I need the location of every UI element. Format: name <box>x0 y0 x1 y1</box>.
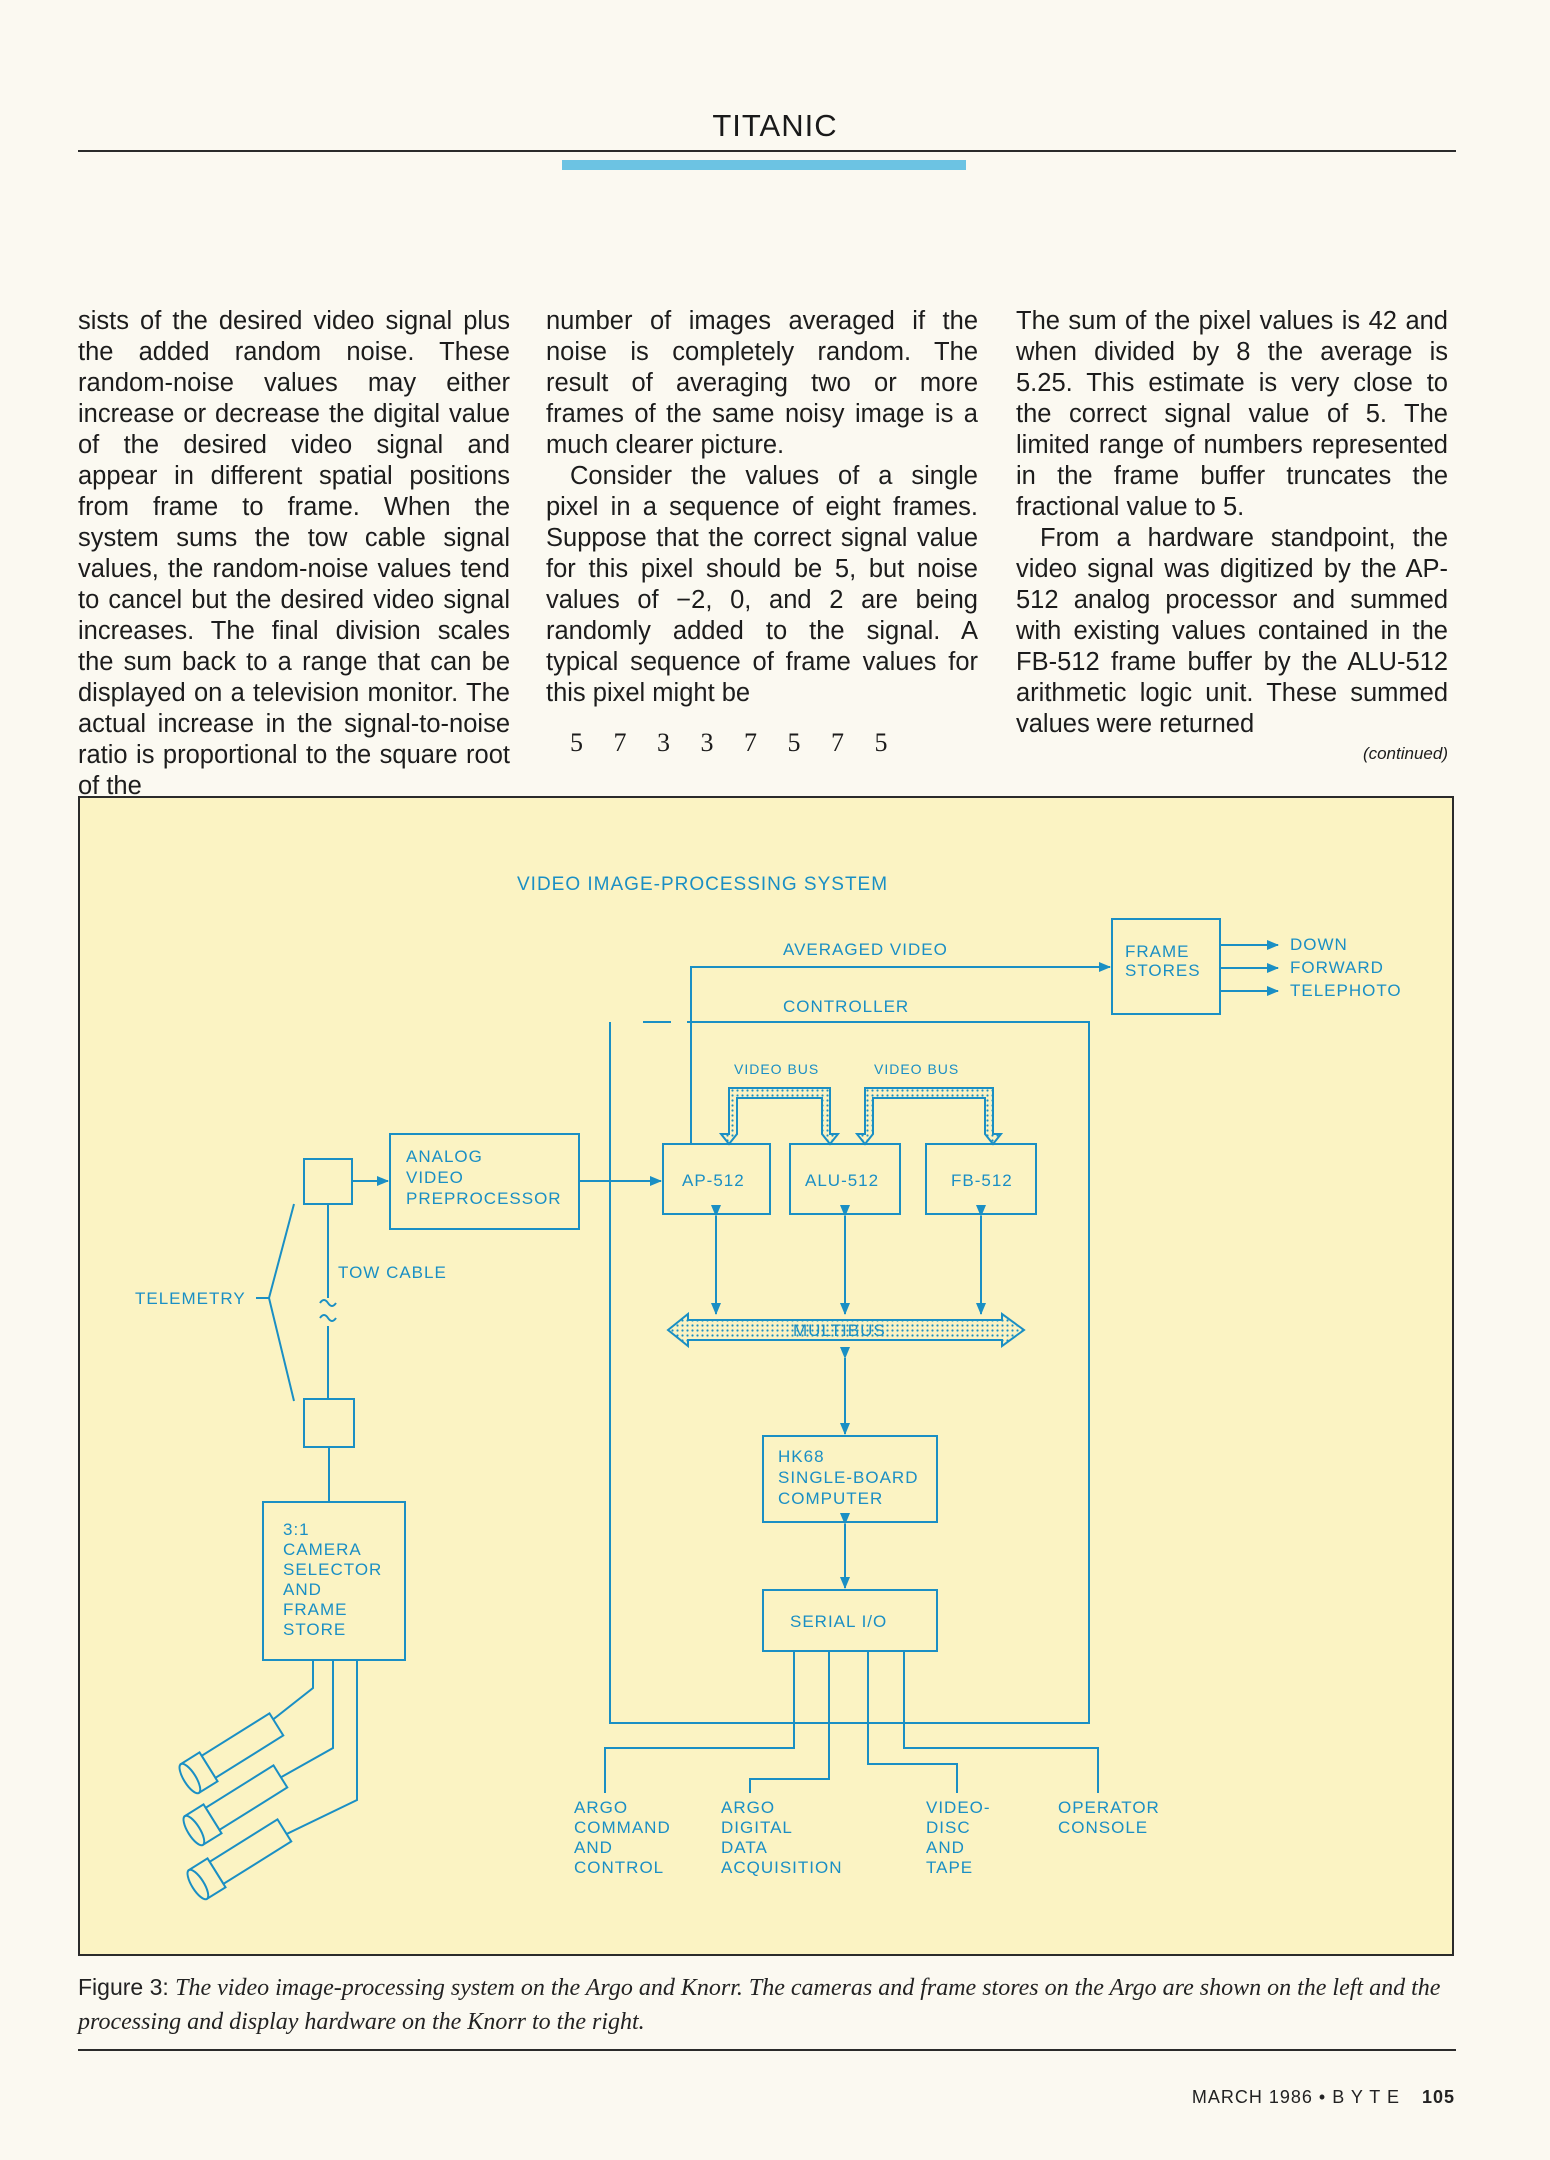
tow-cable-label: TOW CABLE <box>338 1263 447 1282</box>
video-bus-label: VIDEO BUS <box>734 1061 819 1077</box>
running-head: TITANIC <box>712 108 838 143</box>
operator-console-label: OPERATOR <box>1058 1798 1160 1817</box>
text-column-2: number of images averaged if the noise i… <box>546 306 978 758</box>
frame-stores-label: STORES <box>1125 961 1201 980</box>
caption-label: Figure 3: <box>78 1974 169 2000</box>
folio: MARCH 1986 • B Y T E 105 <box>1192 2087 1455 2108</box>
argo-digital-label: DIGITAL <box>721 1818 793 1837</box>
telemetry-node-top <box>303 1158 353 1205</box>
issue-info: MARCH 1986 • B Y T E <box>1191 2087 1400 2107</box>
camera-selector-label: SELECTOR <box>283 1560 382 1579</box>
videodisc-label: DISC <box>926 1818 971 1837</box>
argo-command-label: AND <box>574 1838 613 1857</box>
paragraph: number of images averaged if the noise i… <box>546 307 978 459</box>
camera-selector-label: AND <box>283 1580 322 1599</box>
text-column-1: sists of the desired video signal plus t… <box>78 306 510 802</box>
argo-command-label: COMMAND <box>574 1818 671 1837</box>
output-down: DOWN <box>1290 935 1348 954</box>
videodisc-label: TAPE <box>926 1858 973 1877</box>
frame-stores-label: FRAME <box>1125 942 1190 961</box>
video-bus-left <box>718 1087 841 1146</box>
controller-label: CONTROLLER <box>783 997 909 1016</box>
analog-preprocessor-box <box>389 1133 580 1230</box>
controller-outline <box>609 1021 1090 1724</box>
videodisc-label: VIDEO- <box>926 1798 991 1817</box>
alu512-box <box>789 1143 901 1215</box>
videodisc-label: AND <box>926 1838 965 1857</box>
camera-selector-label: STORE <box>283 1620 346 1639</box>
paragraph: Consider the values of a single pixel in… <box>546 462 978 707</box>
figure-diagram: VIDEO IMAGE-PROCESSING SYSTEM AVERAGED V… <box>78 796 1454 1956</box>
video-bus-label: VIDEO BUS <box>874 1061 959 1077</box>
camera-selector-label: CAMERA <box>283 1540 362 1559</box>
cameras <box>178 1712 293 1901</box>
pixel-sequence: 5 7 3 3 7 5 7 5 <box>570 728 900 757</box>
operator-console-label: CONSOLE <box>1058 1818 1148 1837</box>
ap512-label: AP-512 <box>682 1171 745 1190</box>
block-diagram: VIDEO IMAGE-PROCESSING SYSTEM AVERAGED V… <box>135 874 1402 1901</box>
caption-text: The video image-processing system on the… <box>78 1975 1441 2035</box>
page-number: 105 <box>1421 2087 1455 2107</box>
continued-note: (continued) <box>1362 744 1448 763</box>
preprocessor-label: VIDEO <box>406 1168 464 1187</box>
camera-selector-box <box>262 1501 406 1661</box>
averaged-video-line <box>690 962 1111 1144</box>
paragraph: From a hardware standpoint, the video si… <box>1016 524 1448 738</box>
serial-io-box <box>762 1589 938 1652</box>
preprocessor-label: ANALOG <box>406 1147 483 1166</box>
header-accent-bar <box>562 160 966 170</box>
multibus-bar <box>666 1311 1026 1349</box>
figure-caption: Figure 3: The video image-processing sys… <box>78 1971 1456 2039</box>
footer-rule <box>78 2049 1456 2051</box>
output-forward: FORWARD <box>1290 958 1384 977</box>
telemetry-node-bottom <box>303 1398 355 1448</box>
averaged-video-label: AVERAGED VIDEO <box>783 940 948 959</box>
header-rule <box>78 150 1456 152</box>
argo-digital-label: ARGO <box>721 1798 775 1817</box>
camera-selector-label: 3:1 <box>283 1520 310 1539</box>
fb512-box <box>925 1143 1037 1215</box>
hk68-label: COMPUTER <box>778 1489 883 1508</box>
video-bus-right <box>854 1087 1004 1146</box>
telemetry-brace <box>267 1203 295 1402</box>
output-telephoto: TELEPHOTO <box>1290 981 1402 1000</box>
hk68-label: SINGLE-BOARD <box>778 1468 918 1487</box>
argo-digital-label: DATA <box>721 1838 768 1857</box>
frame-stores-box <box>1111 918 1221 1015</box>
argo-digital-label: ACQUISITION <box>721 1858 843 1877</box>
fb512-label: FB-512 <box>951 1171 1013 1190</box>
paragraph: sists of the desired video signal plus t… <box>78 307 510 800</box>
alu512-label: ALU-512 <box>805 1171 879 1190</box>
hk68-box <box>762 1435 938 1523</box>
camera-selector-label: FRAME <box>283 1600 348 1619</box>
telemetry-label: TELEMETRY <box>135 1289 246 1308</box>
multibus-label: MULTIBUS <box>793 1321 886 1340</box>
paragraph: The sum of the pixel values is 42 and wh… <box>1016 307 1448 521</box>
serial-io-label: SERIAL I/O <box>790 1612 887 1631</box>
text-column-3: The sum of the pixel values is 42 and wh… <box>1016 306 1448 766</box>
preprocessor-label: PREPROCESSOR <box>406 1189 562 1208</box>
diagram-title: VIDEO IMAGE-PROCESSING SYSTEM <box>517 874 888 895</box>
hk68-label: HK68 <box>778 1447 825 1466</box>
argo-command-label: CONTROL <box>574 1858 664 1877</box>
argo-command-label: ARGO <box>574 1798 628 1817</box>
